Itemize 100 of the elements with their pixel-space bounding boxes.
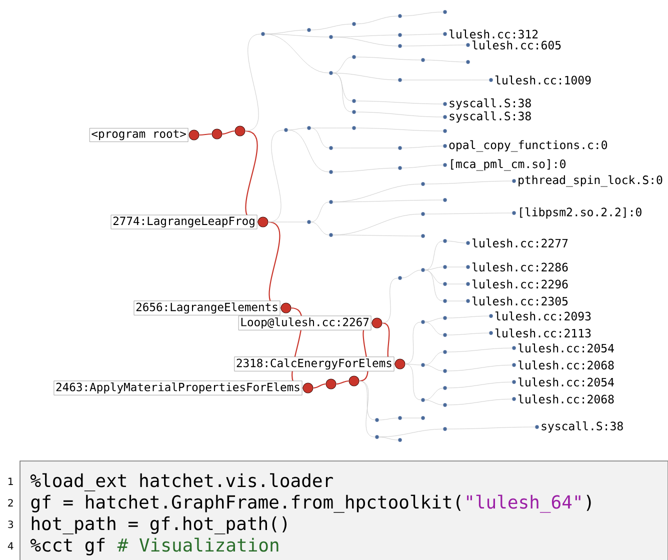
line-number: 3 <box>8 520 13 528</box>
tree-edge <box>356 16 398 24</box>
tree-edge <box>222 130 235 135</box>
tree-edge <box>332 234 422 236</box>
tree-edge <box>446 316 490 318</box>
tree-edge <box>424 212 512 214</box>
tree-edge <box>310 24 352 30</box>
leaf-label: lulesh.cc:2054 <box>518 378 614 386</box>
tree-edge <box>378 428 444 438</box>
line-number: 2 <box>8 499 13 506</box>
tree-edge <box>268 130 284 222</box>
tree-node <box>398 276 402 280</box>
tree-node <box>443 299 447 303</box>
node-label: 2774:LagrangeLeapFrog <box>110 214 258 230</box>
tree-node <box>421 320 425 324</box>
tree-node <box>261 32 265 36</box>
tree-edge <box>424 400 444 406</box>
tree-node <box>421 268 425 272</box>
tree-node <box>512 397 516 401</box>
tree-edge <box>332 56 352 74</box>
tree-node <box>398 166 402 170</box>
tree-node <box>443 282 447 286</box>
leaf-label: syscall.S:38 <box>450 111 531 123</box>
leaf-label: syscall.S:38 <box>450 98 531 110</box>
hot-path-node <box>258 216 268 228</box>
tree-node <box>352 55 356 59</box>
tree-node <box>443 102 447 106</box>
tree-node <box>329 71 333 75</box>
tree-node <box>443 32 447 36</box>
tree-node <box>489 78 493 82</box>
tree-node <box>443 239 447 243</box>
tree-node <box>421 58 425 62</box>
hot-path-node <box>326 378 336 390</box>
tree-node <box>398 78 402 82</box>
tree-node <box>352 110 356 114</box>
tree-node <box>466 282 470 286</box>
tree-edge <box>446 348 512 352</box>
tree-node <box>443 265 447 269</box>
tree-node <box>443 427 447 431</box>
code-text: ) <box>586 494 591 511</box>
tree-edge <box>288 130 330 172</box>
tree-node <box>329 35 333 39</box>
tree-node <box>489 331 493 335</box>
tree-node <box>398 416 402 420</box>
tree-edge <box>245 34 262 132</box>
hot-path-node <box>348 376 360 386</box>
tree-node <box>421 363 425 367</box>
tree-edge <box>245 130 258 223</box>
tree-node <box>421 212 425 216</box>
tree-edge <box>310 128 330 148</box>
tree-node <box>443 316 447 320</box>
string-literal: "lulesh_64" <box>467 494 580 513</box>
leaf-label: lulesh.cc:2054 <box>518 344 614 352</box>
tree-edge <box>446 364 512 372</box>
tree-edge <box>336 380 349 385</box>
tree-node <box>329 233 333 237</box>
tree-edge <box>378 418 398 420</box>
tree-edge <box>424 180 512 184</box>
tree-node <box>352 99 356 103</box>
tree-edge <box>199 133 212 136</box>
tree-node <box>421 398 425 402</box>
leaf-label: lulesh.cc:605 <box>472 40 561 50</box>
tree-node <box>443 198 447 202</box>
tree-edge <box>446 240 466 244</box>
tree-node <box>398 33 402 37</box>
node-label: 2463:ApplyMaterialPropertiesForElems <box>54 380 302 396</box>
tree-node <box>398 146 402 150</box>
hot-path-node <box>302 382 314 394</box>
tree-edge <box>356 112 444 118</box>
leaf-label: pthread_spin_lock.S:0 <box>518 175 662 187</box>
tree-node <box>329 170 333 174</box>
tree-edge <box>313 383 326 389</box>
tree-edge <box>446 382 512 388</box>
tree-edge <box>405 322 422 364</box>
leaf-label: lulesh.cc:2068 <box>518 360 614 370</box>
tree-node <box>466 265 470 269</box>
tree-edge <box>356 128 444 132</box>
tree-node <box>443 129 447 133</box>
leaf-label: lulesh.cc:312 <box>449 30 538 38</box>
tree-node <box>329 200 333 204</box>
hot-path-node <box>372 318 382 328</box>
tree-edge <box>310 202 330 222</box>
tree-edge <box>424 352 444 366</box>
tree-edge <box>332 168 398 172</box>
tree-node <box>466 43 470 47</box>
node-label: <program root> <box>89 128 188 142</box>
tree-edge <box>264 34 330 38</box>
tree-node <box>443 350 447 354</box>
tree-edge <box>424 318 444 322</box>
code-text: %load_ext hatchet.vis.loader <box>30 473 333 492</box>
hot-path-node <box>188 130 200 140</box>
leaf-label: lulesh.cc:2277 <box>472 238 568 248</box>
leaf-label: lulesh.cc:1009 <box>495 76 591 84</box>
leaf-label: lulesh.cc:2296 <box>472 280 568 288</box>
tree-edge <box>424 270 444 284</box>
tree-edge <box>332 200 444 202</box>
tree-edge <box>402 34 444 36</box>
tree-node <box>443 386 447 390</box>
tree-node <box>307 220 311 224</box>
line-number: 1 <box>8 478 13 485</box>
